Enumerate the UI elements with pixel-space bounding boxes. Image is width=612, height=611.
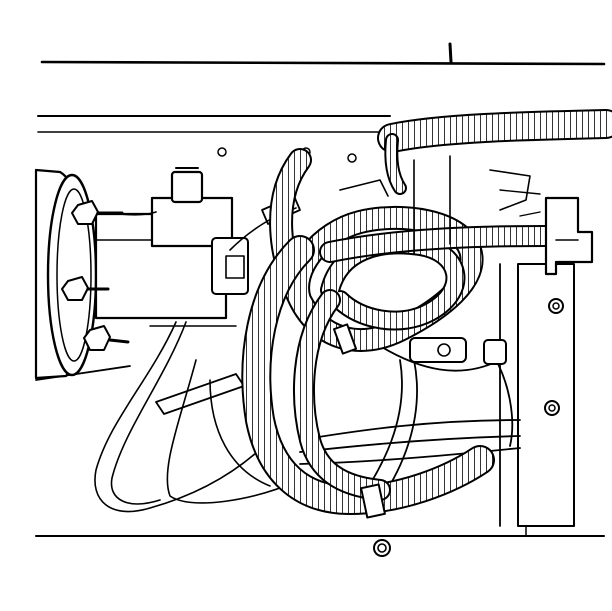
solenoid	[150, 167, 249, 295]
bottom-grommet	[373, 539, 391, 557]
wiring-loom	[94, 179, 521, 513]
frame-rail	[40, 42, 606, 66]
mounting-bracket	[413, 155, 594, 276]
corrugated-wiring-conduit	[241, 109, 612, 519]
terminal-studs	[61, 200, 130, 351]
